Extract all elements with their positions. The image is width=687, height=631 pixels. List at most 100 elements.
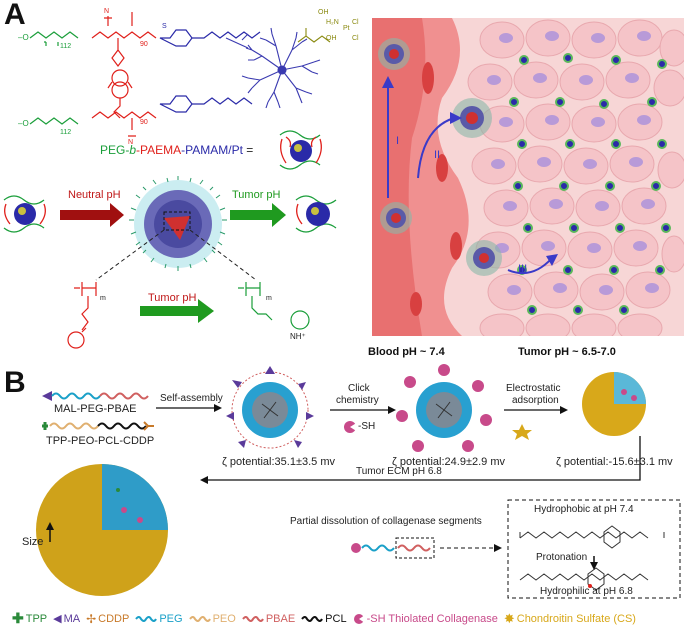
- zeta-3-label: ζ potential:-15.6±3.1 mv: [556, 456, 673, 468]
- formula-peg: PEG-: [100, 143, 130, 157]
- arrow-III: [507, 254, 558, 274]
- mal-peg-pbae-strand: [42, 391, 149, 401]
- tumor-ecm-label: Tumor ECM pH 6.8: [356, 466, 442, 477]
- pt-oh-label: OH: [318, 9, 329, 16]
- panel-a-letter: A: [4, 0, 26, 31]
- legend-sh-label: -SH Thiolated Collagenase: [366, 612, 498, 625]
- electro-label-2: adsorption: [512, 395, 559, 406]
- sub-90-bottom: 90: [140, 119, 148, 126]
- sh-pacman-icon: [353, 613, 365, 624]
- legend-sh: -SH Thiolated Collagenase: [353, 613, 498, 625]
- ph-transition-diagram: m m: [3, 176, 337, 349]
- protonation-h-dot: [588, 584, 592, 588]
- vessel-micelles: [378, 38, 502, 276]
- arrow-I: [382, 76, 394, 198]
- zeta-2-label: ζ potential:24.9±2.9 mv: [392, 456, 506, 468]
- panel-b-diagram: [36, 364, 681, 599]
- pt-linker: [297, 28, 331, 43]
- sh-label: -SH: [358, 421, 376, 432]
- size-arrow: [46, 522, 54, 542]
- s-label-top: S: [162, 23, 167, 30]
- legend-cddp: ✢ CDDP: [86, 612, 129, 626]
- zoom-line-left: [95, 229, 165, 281]
- click-chemistry-arrow: [330, 406, 396, 414]
- neutral-ph-label: Neutral pH: [68, 189, 121, 201]
- hydrophobic-label: Hydrophobic at pH 7.4: [534, 504, 634, 515]
- conjugate-left: [3, 195, 46, 233]
- formula-b: b: [129, 143, 137, 157]
- tumor-ph-arrow-bottom: [140, 299, 214, 323]
- pamam-link: [225, 33, 249, 49]
- pamam-dendrimer: [241, 27, 321, 109]
- legend-ma-label: MA: [63, 612, 81, 625]
- legend: ✚ TPP ◀ MA ✢ CDDP PEG PEO PBAE PCL -SH T…: [12, 610, 636, 627]
- cddp-star-icon: ✢: [86, 611, 97, 626]
- panel-b-letter: B: [4, 366, 26, 399]
- pbae-structure-top: [519, 525, 665, 549]
- sub-112-top: 112: [60, 43, 71, 50]
- small-nanoparticles: [509, 53, 671, 315]
- peo-wave-icon: [188, 615, 211, 622]
- self-assembly-arrow: [156, 404, 222, 412]
- tpp-cross-icon: ✚: [12, 610, 24, 626]
- chemical-structure: –O 112 N 90 S OH H₂N Pt Cl Cl OH N: [18, 8, 359, 146]
- paema-unit-right: [238, 282, 310, 330]
- electro-label-1: Electrostatic: [506, 383, 561, 394]
- legend-peg-label: PEG: [159, 612, 183, 625]
- legend-peo-label: PEO: [212, 612, 236, 625]
- maleimide-bottom: [159, 95, 253, 113]
- legend-tpp: ✚ TPP: [12, 610, 47, 627]
- legend-pcl-label: PCL: [325, 612, 347, 625]
- legend-pbae-label: PBAE: [265, 612, 296, 625]
- maleimide-top: [159, 29, 261, 47]
- peg-chain-top: [29, 31, 79, 46]
- partial-dissolution-label: Partial dissolution of collagenase segme…: [290, 516, 482, 527]
- pt-cl2-label: Cl: [352, 35, 359, 42]
- hydrophilic-label: Hydrophilic at pH 6.8: [540, 586, 633, 597]
- neutral-ph-arrow: [60, 203, 124, 227]
- pbae-structure-bottom: [519, 567, 649, 591]
- electrostatic-arrow: [504, 406, 568, 414]
- paema-chain-bottom: [91, 81, 157, 137]
- formula-label: PEG-b-PAEMA-PAMAM/Pt =: [100, 143, 253, 157]
- pt-cl1-label: Cl: [352, 19, 359, 26]
- legend-peo: PEO: [188, 612, 236, 625]
- micelle-1: [226, 366, 314, 449]
- step-II-label: II: [434, 149, 440, 161]
- partial-strand: [351, 537, 502, 559]
- tumor-ph-label-bottom: Tumor pH: [148, 292, 197, 304]
- conjugate-icon: [279, 130, 322, 170]
- m-sub-left: m: [100, 295, 106, 302]
- blood-vessel-inner: [372, 18, 426, 336]
- peg-wave-icon: [135, 615, 158, 622]
- pt-pt-label: Pt: [343, 25, 350, 32]
- legend-pcl: PCL: [301, 612, 347, 625]
- legend-cddp-label: CDDP: [98, 612, 130, 625]
- tumor-ph-arrow-top: [230, 203, 286, 227]
- legend-peg: PEG: [135, 612, 183, 625]
- step-I-label: I: [396, 135, 399, 147]
- protonation-arrowhead: [590, 562, 598, 570]
- tpp-peo-pcl-strand: [42, 421, 154, 431]
- mal-peg-pbae-label: MAL-PEG-PBAE: [54, 403, 137, 415]
- pcl-wave-icon: [301, 615, 324, 622]
- tumor-tissue-illustration: I II III: [372, 18, 684, 336]
- micelle-3: [582, 372, 646, 436]
- self-assembly-label: Self-assembly: [160, 393, 223, 404]
- n-cyano-top: N: [104, 8, 109, 15]
- cs-star-icon: ✸: [503, 610, 515, 626]
- legend-tpp-label: TPP: [25, 612, 48, 625]
- formula-paema: -PAEMA: [136, 143, 182, 157]
- m-sub-right: m: [266, 295, 272, 302]
- final-particle: [36, 464, 168, 596]
- tpp-peo-pcl-label: TPP-PEO-PCL-CDDP: [46, 435, 155, 447]
- n-cyano-bottom: N: [128, 139, 133, 146]
- click-chem-label-2: chemistry: [336, 395, 379, 406]
- peg-chain-bottom: [29, 117, 79, 125]
- protonation-box: [507, 499, 681, 599]
- tumor-ph-range-label: Tumor pH ~ 6.5-7.0: [518, 346, 616, 358]
- paema-chain-top: [91, 12, 157, 89]
- size-label: Size: [22, 536, 44, 548]
- pt-oh2-label: OH: [326, 35, 337, 42]
- zeta-1-label: ζ potential:35.1±3.5 mv: [222, 456, 336, 468]
